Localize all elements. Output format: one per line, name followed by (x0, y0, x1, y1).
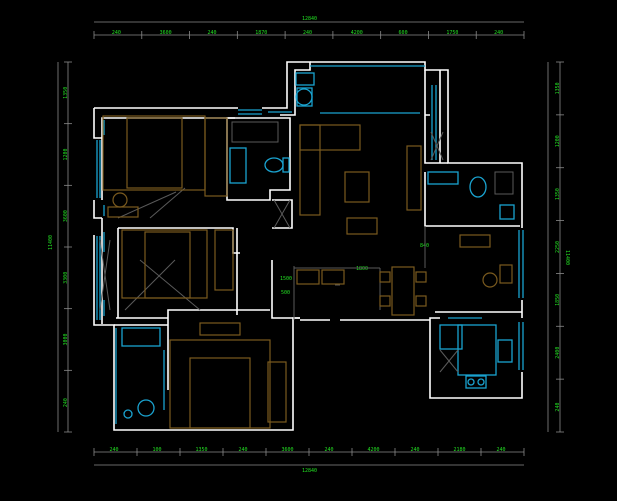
dimension-label: 100 (153, 447, 162, 453)
dimension-label: 2180 (454, 447, 466, 453)
dimension-label: 1200 (63, 148, 69, 160)
kitchen-sink-icon (497, 339, 513, 363)
dim-right-overall: 11400 (564, 250, 570, 265)
bed-icon (169, 339, 271, 429)
dimension-label: 4200 (351, 30, 363, 36)
dimension-label: 3300 (63, 272, 69, 284)
stove-icon (465, 375, 487, 389)
dimension-label: 2250 (555, 241, 561, 253)
dimension-label: 1750 (446, 30, 458, 36)
basin-icon (427, 171, 459, 185)
dimension-label: 1350 (555, 82, 561, 94)
dimension-label: 240 (555, 403, 561, 412)
dimension-labels: 12840 12840 11400 11400 240 3600 240 1870 24… (48, 16, 570, 474)
washing-machine-icon (295, 88, 313, 106)
dimension-lines (57, 21, 564, 466)
dimension-label: 3600 (160, 30, 172, 36)
dimension-label: 1350 (555, 188, 561, 200)
dimension-label: 3600 (63, 210, 69, 222)
dimension-label: 2400 (555, 347, 561, 359)
toilet-icon (469, 176, 487, 198)
dimension-label: 600 (399, 30, 408, 36)
dimension-label: 240 (303, 30, 312, 36)
bed-icon (102, 115, 206, 191)
dimension-label: 240 (207, 30, 216, 36)
coffee-table-icon (344, 171, 370, 203)
dimension-label: 1870 (255, 30, 267, 36)
dim-interior: 500 (281, 290, 290, 296)
dimension-label: 1350 (63, 87, 69, 99)
dim-interior: 1500 (280, 276, 292, 282)
dimension-label: 1350 (196, 447, 208, 453)
dimension-label: 1200 (555, 135, 561, 147)
dining-table-icon (391, 266, 415, 316)
dimension-label: 240 (411, 447, 420, 453)
dim-left-overall: 11400 (48, 235, 54, 250)
dimension-label: 240 (63, 398, 69, 407)
dimension-label: 240 (497, 447, 506, 453)
dim-bottom-overall: 12840 (302, 468, 317, 474)
sofa-icon (299, 124, 321, 216)
grey-details (99, 121, 514, 373)
shower-icon (229, 147, 247, 184)
bed-icon (121, 229, 208, 299)
dimension-label: 240 (110, 447, 119, 453)
wardrobe-icon (214, 229, 234, 291)
tv-cabinet-icon (406, 145, 422, 211)
fridge-icon (439, 324, 463, 350)
dimension-label: 240 (494, 30, 503, 36)
dimension-label: 3600 (282, 447, 294, 453)
dimension-label: 3000 (63, 333, 69, 345)
dimension-label: 240 (325, 447, 334, 453)
dimension-label: 1850 (555, 294, 561, 306)
dimension-label: 4200 (368, 447, 380, 453)
furniture (102, 115, 513, 429)
wardrobe-icon (267, 361, 287, 423)
windows-and-fixtures (96, 65, 524, 424)
dimension-label: 240 (239, 447, 248, 453)
bathtub-icon (121, 327, 161, 347)
sink-icon (295, 72, 315, 86)
dim-interior: 1800 (356, 266, 368, 272)
wardrobe-icon (204, 117, 228, 197)
dimension-label: 240 (112, 30, 121, 36)
toilet-icon (264, 157, 284, 173)
walls (93, 61, 523, 431)
dim-top-overall: 12840 (302, 16, 317, 22)
